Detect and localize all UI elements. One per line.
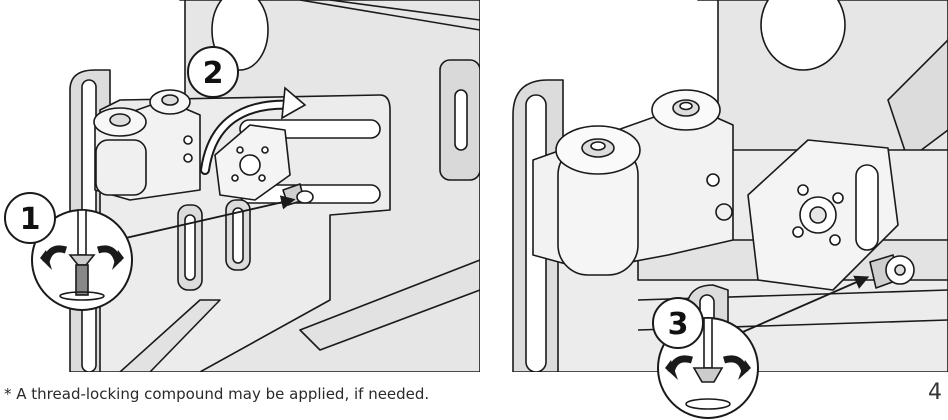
left-illustration: 2 1	[0, 0, 480, 372]
step-1-badge: 1	[4, 192, 56, 244]
right-assembly-drawing: 3	[512, 0, 948, 419]
step-2-badge: 2	[187, 46, 239, 98]
screwdriver-magnifier-1	[31, 209, 133, 311]
step-3-number: 3	[668, 307, 689, 342]
thread-lock-footnote: * A thread-locking compound may be appli…	[4, 385, 430, 403]
page-number: 4	[928, 380, 942, 405]
step-1-number: 1	[20, 202, 41, 237]
right-illustration: 3	[488, 0, 948, 420]
left-assembly-drawing: 2 1	[4, 0, 480, 372]
step-3-badge: 3	[652, 297, 704, 349]
step-2-number: 2	[203, 56, 224, 91]
